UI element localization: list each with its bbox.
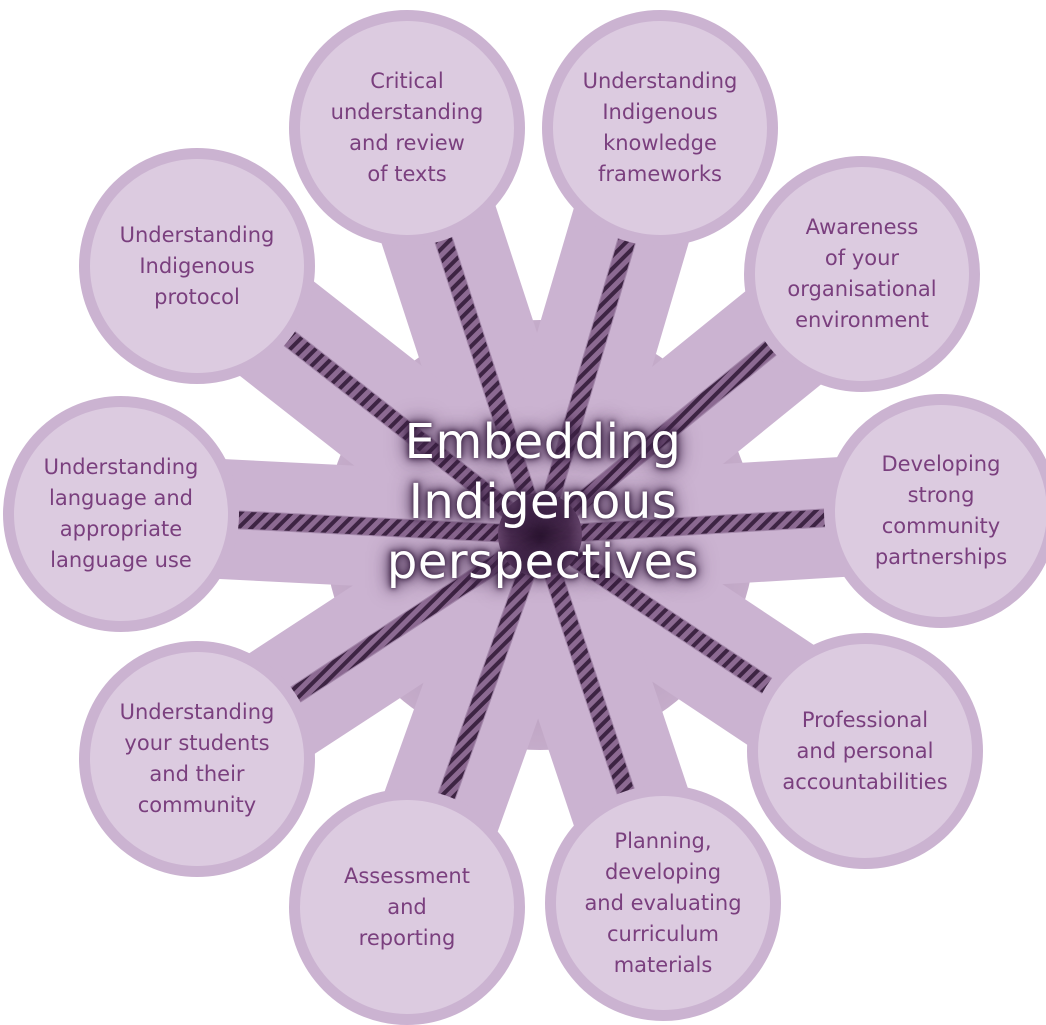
rope-assessment bbox=[435, 526, 549, 812]
node-label-curriculum-materials: Planning, developing and evaluating curr… bbox=[584, 828, 742, 977]
node-knowledge-frameworks: Understanding Indigenous knowledge frame… bbox=[542, 10, 778, 246]
rope-knot bbox=[498, 493, 582, 577]
rope-curriculum-materials bbox=[531, 526, 637, 808]
node-label-community-partnerships: Developing strong community partnerships bbox=[874, 452, 1008, 569]
rope-critical-texts bbox=[432, 224, 549, 544]
rope-knowledge-frameworks bbox=[531, 225, 638, 544]
node-community-partnerships: Developing strong community partnerships bbox=[824, 394, 1046, 628]
rope-language-use bbox=[222, 511, 549, 544]
node-label-language-use: Understanding language and appropriate l… bbox=[43, 455, 199, 572]
node-assessment: Assessment and reporting bbox=[289, 789, 525, 1025]
node-label-critical-texts: Critical understanding and review of tex… bbox=[330, 69, 484, 186]
rope-accountabilities bbox=[531, 526, 782, 699]
rope-protocol bbox=[275, 325, 549, 544]
node-curriculum-materials: Planning, developing and evaluating curr… bbox=[545, 785, 781, 1021]
rope-organisational-environment bbox=[531, 334, 786, 544]
node-critical-texts: Critical understanding and review of tex… bbox=[289, 10, 525, 246]
node-label-organisational-environment: Awareness of your organisational environ… bbox=[787, 215, 937, 332]
node-label-knowledge-frameworks: Understanding Indigenous knowledge frame… bbox=[582, 69, 738, 186]
rope-students-community bbox=[280, 526, 549, 708]
node-organisational-environment: Awareness of your organisational environ… bbox=[744, 156, 980, 392]
node-label-assessment: Assessment and reporting bbox=[344, 863, 470, 950]
node-language-use: Understanding language and appropriate l… bbox=[3, 396, 239, 632]
node-protocol: Understanding Indigenous protocol bbox=[79, 148, 315, 384]
node-accountabilities: Professional and personal accountabiliti… bbox=[747, 633, 983, 869]
node-students-community: Understanding your students and their co… bbox=[79, 641, 315, 877]
center-title: Embedding Indigenous perspectives bbox=[386, 414, 700, 590]
node-label-protocol: Understanding Indigenous protocol bbox=[119, 222, 275, 309]
node-label-students-community: Understanding your students and their co… bbox=[119, 700, 275, 817]
node-label-accountabilities: Professional and personal accountabiliti… bbox=[782, 707, 948, 794]
rope-community-partnerships bbox=[531, 509, 841, 544]
